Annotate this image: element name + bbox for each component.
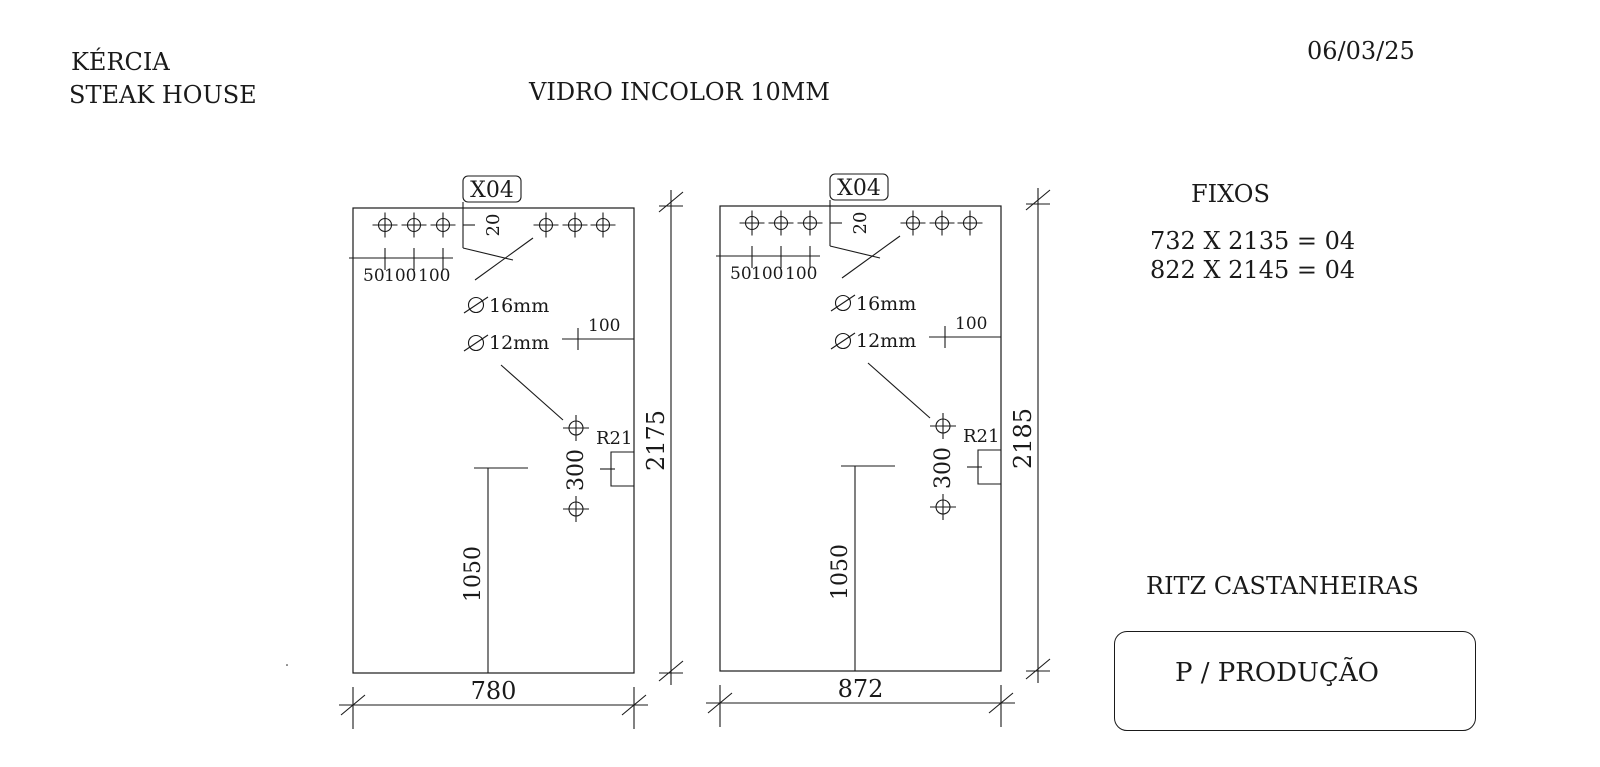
diameter-slash bbox=[830, 332, 856, 350]
top-offset-label: 20 bbox=[850, 212, 871, 235]
material-title: VIDRO INCOLOR 10MM bbox=[529, 78, 830, 106]
fixos-item-2: 822 X 2145 = 04 bbox=[1150, 256, 1356, 284]
top-offset-label: 20 bbox=[483, 214, 504, 237]
client-name-line1: KÉRCIA bbox=[71, 48, 170, 76]
quantity-label: X04 bbox=[837, 176, 881, 201]
drawing-date: 06/03/25 bbox=[1307, 37, 1415, 65]
quantity-tag bbox=[462, 175, 522, 203]
hole-mark bbox=[401, 212, 427, 238]
hole-mark bbox=[930, 494, 956, 520]
diameter-symbol bbox=[463, 334, 489, 352]
hole-spacing-label: 100 bbox=[418, 266, 450, 286]
width-dim-tick bbox=[340, 694, 366, 716]
height-dim-tick bbox=[658, 191, 684, 213]
hole-mark bbox=[590, 212, 616, 238]
hole-mark bbox=[957, 210, 983, 236]
project-name: RITZ CASTANHEIRAS bbox=[1146, 572, 1419, 600]
fixos-title: FIXOS bbox=[1191, 180, 1270, 208]
production-stamp-label: P / PRODUÇÃO bbox=[1175, 658, 1379, 688]
diameter-circle bbox=[834, 332, 852, 350]
hole-mark bbox=[430, 212, 456, 238]
edge-offset-label: 100 bbox=[955, 314, 987, 334]
client-name-line2: STEAK HOUSE bbox=[69, 81, 257, 109]
height-label: 2175 bbox=[642, 410, 670, 471]
hole-leader bbox=[500, 364, 564, 421]
hole-mark bbox=[797, 210, 823, 236]
stray-dot bbox=[286, 664, 288, 666]
width-dim-tick bbox=[621, 694, 647, 716]
hole-diameter-small: 12mm bbox=[489, 332, 549, 354]
notch-radius-label: R21 bbox=[596, 428, 632, 449]
hole-leader bbox=[867, 362, 931, 419]
vertical-spacing-label: 300 bbox=[564, 449, 589, 491]
panel-outline bbox=[719, 205, 1002, 672]
hole-mark bbox=[768, 210, 794, 236]
width-dim-tick bbox=[707, 692, 733, 714]
diameter-symbol bbox=[830, 294, 856, 312]
notch-radius-label: R21 bbox=[963, 426, 999, 447]
fixos-item-1: 732 X 2135 = 04 bbox=[1150, 227, 1356, 255]
quantity-label: X04 bbox=[470, 178, 514, 203]
handle-height-label: 1050 bbox=[828, 544, 853, 600]
hole-spacing-label: 50 bbox=[730, 264, 752, 284]
hole-spacing-label: 100 bbox=[751, 264, 783, 284]
diameter-symbol bbox=[830, 332, 856, 350]
callout-leader bbox=[474, 237, 534, 281]
hole-mark bbox=[929, 210, 955, 236]
handle-height-label: 1050 bbox=[461, 546, 486, 602]
height-dim-tick bbox=[658, 660, 684, 682]
diameter-circle bbox=[467, 296, 485, 314]
callout-leader bbox=[841, 235, 901, 279]
hole-mark bbox=[900, 210, 926, 236]
hole-mark bbox=[563, 496, 589, 522]
edge-offset-label: 100 bbox=[588, 316, 620, 336]
height-dim-tick bbox=[1025, 658, 1051, 680]
diameter-circle bbox=[467, 334, 485, 352]
diameter-symbol bbox=[463, 296, 489, 314]
width-dim-tick bbox=[988, 692, 1014, 714]
hole-diameter-large: 16mm bbox=[489, 295, 549, 317]
hole-mark bbox=[930, 413, 956, 439]
diameter-slash bbox=[463, 334, 489, 352]
production-stamp: P / PRODUÇÃO bbox=[1114, 631, 1476, 731]
hole-mark bbox=[563, 415, 589, 441]
hole-spacing-label: 50 bbox=[363, 266, 385, 286]
width-label: 780 bbox=[471, 677, 517, 705]
hole-mark bbox=[562, 212, 588, 238]
hole-spacing-label: 100 bbox=[384, 266, 416, 286]
hole-diameter-large: 16mm bbox=[856, 293, 916, 315]
panel-outline bbox=[352, 207, 635, 674]
hole-diameter-small: 12mm bbox=[856, 330, 916, 352]
hole-spacing-label: 100 bbox=[785, 264, 817, 284]
hole-mark bbox=[372, 212, 398, 238]
hole-mark bbox=[533, 212, 559, 238]
diameter-slash bbox=[830, 294, 856, 312]
quantity-tag bbox=[829, 173, 889, 201]
diameter-circle bbox=[834, 294, 852, 312]
hole-mark bbox=[739, 210, 765, 236]
vertical-spacing-label: 300 bbox=[931, 447, 956, 489]
diameter-slash bbox=[463, 296, 489, 314]
width-label: 872 bbox=[838, 675, 884, 703]
height-dim-tick bbox=[1025, 189, 1051, 211]
height-label: 2185 bbox=[1009, 408, 1037, 469]
